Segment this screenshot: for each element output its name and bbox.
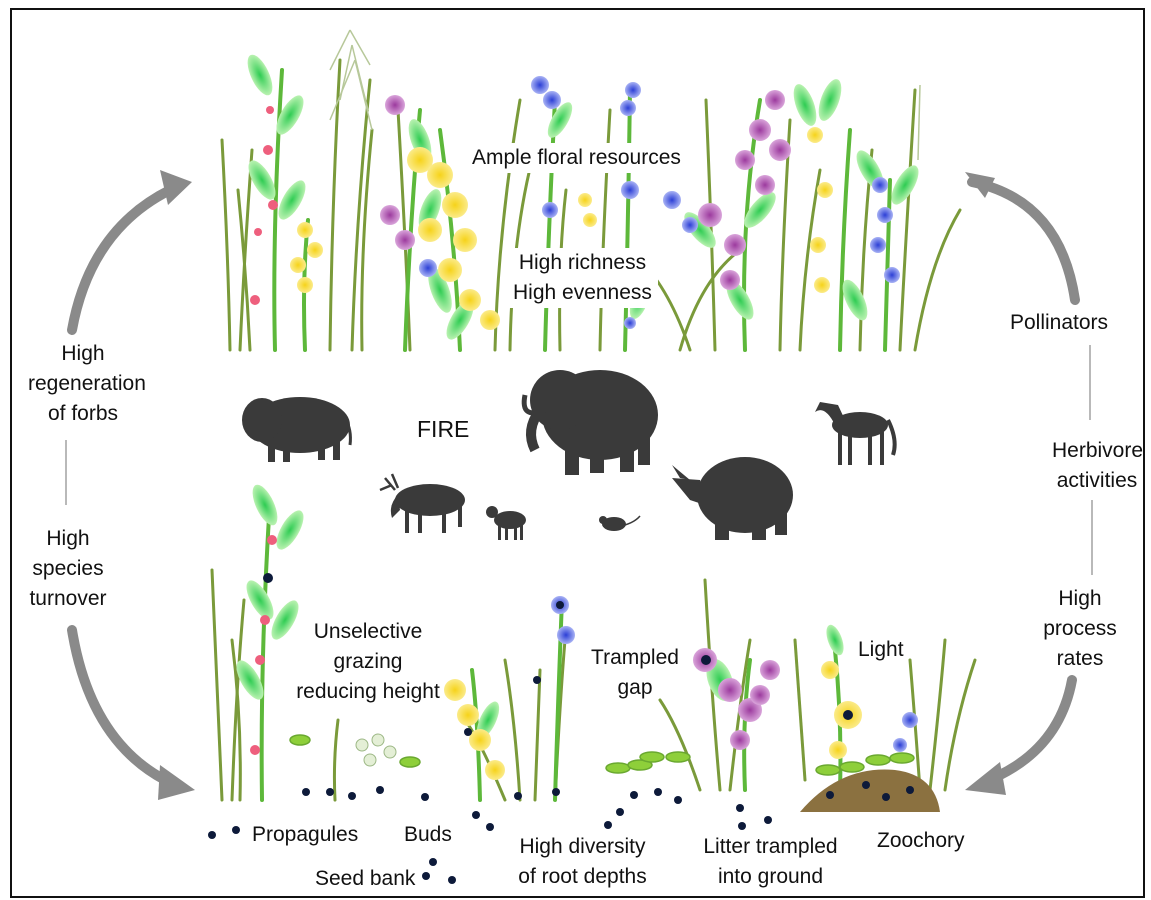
label-regeneration-line2: regeneration	[28, 369, 138, 399]
label-grazing-line1: Unselective	[288, 617, 448, 647]
label-fire-text: FIRE	[417, 414, 469, 444]
label-trampled-gap: Trampled gap	[585, 643, 685, 703]
label-richness-evenness: High richness High evenness	[507, 248, 658, 308]
label-process-line3: rates	[1040, 644, 1120, 674]
label-regeneration: High regeneration of forbs	[28, 339, 138, 429]
label-grazing-line3: reducing height	[288, 677, 448, 707]
label-propagules: Propagules	[252, 820, 358, 850]
label-litter-line2: into ground	[698, 862, 843, 892]
label-grazing: Unselective grazing reducing height	[288, 617, 448, 707]
label-turnover-line3: turnover	[28, 584, 108, 614]
label-regeneration-line3: of forbs	[28, 399, 138, 429]
label-process-line2: process	[1040, 614, 1120, 644]
label-zoochory: Zoochory	[877, 826, 965, 856]
arrow-right-bottom	[1000, 680, 1072, 775]
label-grazing-line2: grazing	[288, 647, 448, 677]
label-zoochory-text: Zoochory	[877, 826, 965, 856]
woolly-mammoth-icon	[524, 370, 658, 475]
label-trampled-line1: Trampled	[585, 643, 685, 673]
rodent-icon	[599, 516, 640, 531]
arrowhead-right-bottom	[965, 762, 1006, 795]
label-herbivore-line1: Herbivore	[1052, 436, 1142, 466]
label-herbivore-activities: Herbivore activities	[1052, 436, 1142, 496]
label-turnover-line1: High	[28, 524, 108, 554]
label-litter: Litter trampled into ground	[698, 832, 843, 892]
label-process-rates: High process rates	[1040, 584, 1120, 674]
arrowhead-left-down	[158, 765, 195, 800]
label-turnover: High species turnover	[28, 524, 108, 614]
reindeer-icon	[380, 474, 465, 533]
arrow-right-top	[972, 182, 1075, 300]
label-pollinators-text: Pollinators	[1010, 308, 1108, 338]
label-root-line1: High diversity	[510, 832, 655, 862]
label-seed-bank: Seed bank	[315, 864, 415, 894]
label-process-line1: High	[1040, 584, 1120, 614]
reindeer-calf-icon	[486, 506, 526, 540]
label-floral-resources: Ample floral resources	[466, 143, 687, 173]
label-fire: FIRE	[417, 414, 469, 444]
label-richness-line2: High evenness	[513, 278, 652, 308]
label-trampled-line2: gap	[585, 673, 685, 703]
arrowhead-left-up	[160, 170, 192, 205]
label-root-line2: of root depths	[510, 862, 655, 892]
label-seed-bank-text: Seed bank	[315, 864, 415, 894]
label-light-text: Light	[858, 635, 904, 665]
label-buds: Buds	[404, 820, 452, 850]
arrow-left-down	[72, 630, 165, 780]
woolly-rhino-icon	[672, 457, 793, 540]
bison-icon	[242, 397, 350, 462]
label-floral-resources-text: Ample floral resources	[472, 143, 681, 173]
label-pollinators: Pollinators	[1010, 308, 1108, 338]
label-herbivore-line2: activities	[1052, 466, 1142, 496]
umbel-plant-bottom	[356, 734, 396, 766]
arrow-left-up	[72, 190, 170, 330]
horse-icon	[815, 402, 895, 465]
label-light: Light	[858, 635, 904, 665]
label-richness-line1: High richness	[513, 248, 652, 278]
animals	[242, 370, 895, 540]
label-litter-line1: Litter trampled	[698, 832, 843, 862]
label-buds-text: Buds	[404, 820, 452, 850]
label-propagules-text: Propagules	[252, 820, 358, 850]
label-turnover-line2: species	[28, 554, 108, 584]
label-root-depths: High diversity of root depths	[510, 832, 655, 892]
label-regeneration-line1: High	[28, 339, 138, 369]
